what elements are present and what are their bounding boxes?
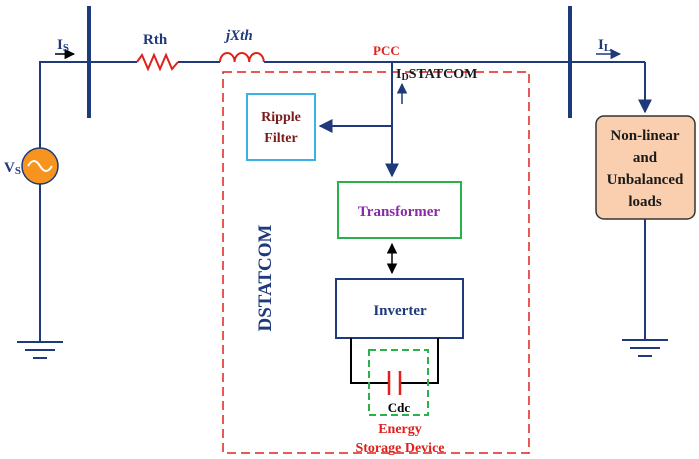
- ripple-line-1: Ripple: [261, 110, 301, 125]
- energy-line-2: Storage Device: [355, 441, 444, 456]
- main-line: [39, 61, 645, 280]
- xth-label: jXth: [224, 28, 253, 44]
- pcc-label: PCC: [373, 43, 400, 58]
- rth-label: Rth: [143, 32, 168, 48]
- source-ground-symbol: [17, 184, 63, 359]
- il-label: IL: [598, 37, 611, 54]
- id-statcom-label: IDSTATCOM: [396, 67, 477, 83]
- resistor-rth: [136, 52, 179, 72]
- dstatcom-label: DSTATCOM: [255, 224, 276, 331]
- dc-link-return: [400, 338, 439, 384]
- load-ground-symbol: [622, 219, 668, 357]
- load-line-3: Unbalanced: [607, 172, 684, 188]
- inductor-xth: [219, 52, 265, 63]
- transformer-box: [337, 181, 462, 239]
- transformer-label: Transformer: [358, 204, 441, 220]
- ripple-filter-box: [246, 93, 316, 161]
- is-label: IS: [57, 37, 69, 54]
- ripple-line-2: Filter: [264, 131, 297, 146]
- sine-wave-icon: [27, 160, 53, 172]
- load-line-2: and: [633, 150, 658, 166]
- energy-storage-boundary: [368, 349, 429, 416]
- inverter-label: Inverter: [373, 303, 427, 319]
- dc-link: [350, 338, 389, 384]
- dstatcom-boundary: [222, 71, 530, 454]
- vs-label: VS: [4, 160, 21, 177]
- load-line-4: loads: [628, 194, 662, 210]
- capacitor-symbol: [387, 371, 402, 395]
- load-line-1: Non-linear: [610, 128, 680, 144]
- inverter-box: [335, 278, 464, 339]
- energy-line-1: Energy: [378, 422, 422, 437]
- cdc-label: Cdc: [388, 400, 411, 415]
